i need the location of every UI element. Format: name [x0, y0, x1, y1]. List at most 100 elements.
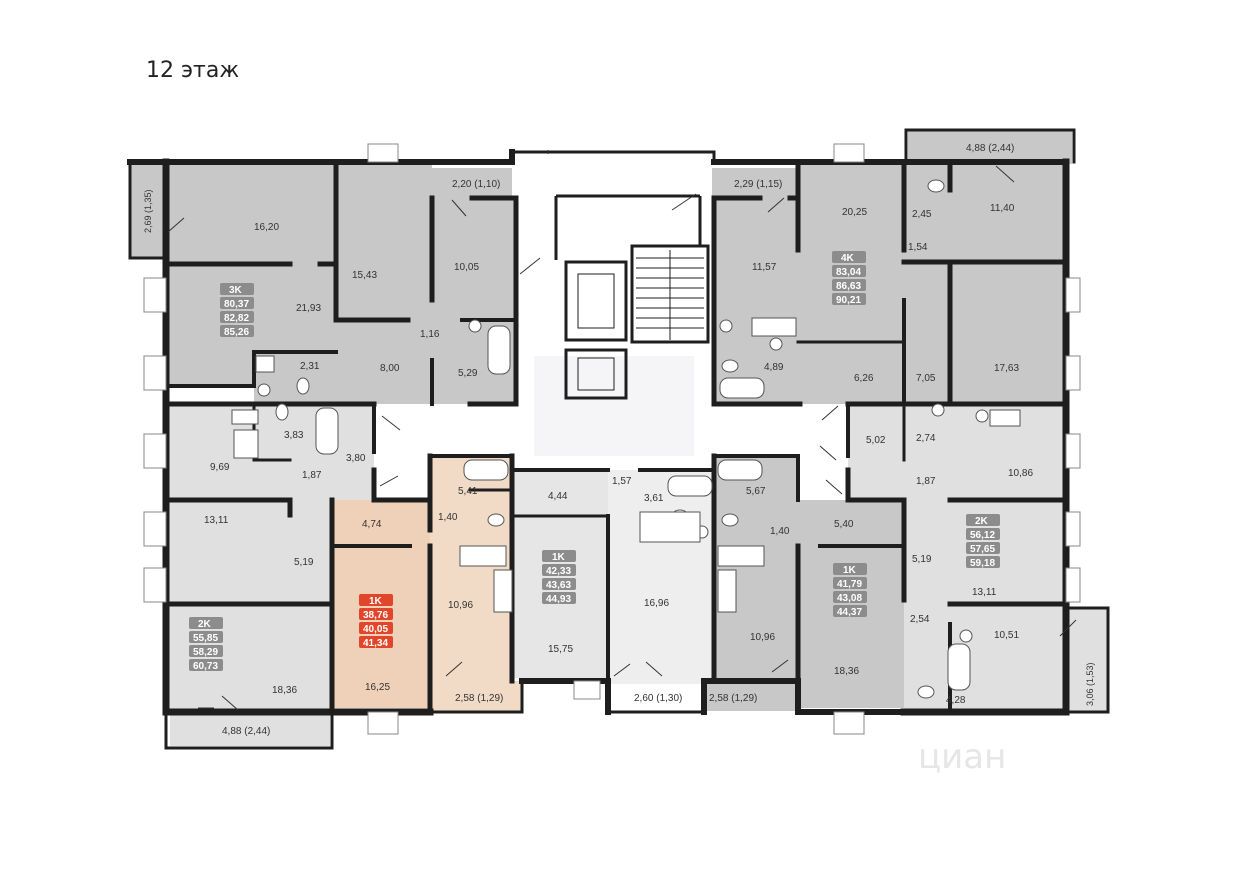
apartment-type: 3K [229, 285, 243, 296]
badge-area-bg [832, 279, 866, 291]
room-label: 3,83 [284, 430, 304, 441]
apartment-1k-center[interactable] [512, 470, 714, 684]
badge-area-bg [966, 542, 1000, 554]
room-label: 5,19 [294, 557, 314, 568]
sink-icon [959, 629, 973, 643]
badge-area-bg [832, 293, 866, 305]
stove-icon [989, 409, 1021, 427]
room-label: 4,44 [548, 491, 568, 502]
badge-3k[interactable]: 3K 80,37 82,82 85,26 [220, 283, 254, 338]
bathtub-icon [667, 475, 713, 497]
kitchen-counter-icon [231, 409, 259, 425]
apartment-area: 60,73 [193, 661, 218, 672]
apartment-area: 41,79 [837, 579, 862, 590]
room-label: 15,75 [548, 644, 573, 655]
sink-icon [257, 383, 271, 397]
badge-area-bg [542, 578, 576, 590]
apartment-area: 58,29 [193, 647, 218, 658]
apartment-3k[interactable] [130, 164, 516, 404]
badge-type-bg [966, 514, 1000, 526]
apartment-1k-selected[interactable] [332, 455, 522, 711]
room-label: 1,16 [420, 329, 440, 340]
room-label: 4,74 [362, 519, 382, 530]
kitchen-counter-icon [459, 545, 507, 567]
room-label: 9,69 [210, 462, 230, 473]
room-label: 16,25 [365, 682, 390, 693]
bathtub-icon [717, 459, 763, 481]
fridge-icon [255, 355, 275, 373]
sink-icon [719, 319, 733, 333]
room-label: 5,67 [746, 486, 766, 497]
room-label: 2,69 (1,35) [143, 189, 153, 233]
fixtures [231, 179, 1021, 699]
room-label: 20,25 [842, 207, 867, 218]
room-label: 10,86 [1008, 468, 1033, 479]
apartment-area: 44,93 [546, 594, 571, 605]
bathtub-icon [463, 459, 509, 481]
room-label: 2,74 [916, 433, 936, 444]
badge-2k-right[interactable]: 2K 56,12 57,65 59,18 [966, 514, 1000, 569]
apartment-area: 80,37 [224, 299, 249, 310]
room-label: 2,58 (1,29) [455, 693, 503, 704]
room-fills [130, 130, 1108, 746]
room-label: 4,88 (2,44) [966, 143, 1014, 154]
room-label: 3,06 (1,53) [1085, 662, 1095, 706]
badge-2k-left[interactable]: 2K 55,85 58,29 60,73 [189, 617, 223, 672]
room-label: 13,11 [204, 515, 229, 526]
badge-area-bg [833, 591, 867, 603]
apartment-area: 44,37 [837, 607, 862, 618]
badge-area-bg [359, 636, 393, 648]
badge-1k-center[interactable]: 1K 42,33 43,63 44,93 [542, 550, 576, 605]
badge-area-bg [359, 622, 393, 634]
apartment-area: 55,85 [193, 633, 218, 644]
apartment-2k-left[interactable] [168, 404, 374, 746]
toilet-icon [927, 179, 945, 193]
apartment-4k[interactable] [712, 130, 1072, 404]
apartment-area: 85,26 [224, 327, 249, 338]
apartment-1k-right[interactable] [704, 455, 904, 711]
room-label: 10,05 [454, 262, 479, 273]
stair-core [554, 194, 710, 400]
room-label: 16,96 [644, 598, 669, 609]
room-labels: 16,20 2,69 (1,35) 15,43 2,20 (1,10) 10,0… [143, 143, 1095, 737]
apartment-area: 59,18 [970, 558, 995, 569]
apartment-badges: 3K 80,37 82,82 85,26 4K 83,04 86,63 90,2… [189, 251, 1000, 672]
badge-area-bg [966, 556, 1000, 568]
room-label: 1,57 [612, 476, 632, 487]
badge-4k[interactable]: 4K 83,04 86,63 90,21 [832, 251, 866, 306]
badge-1k-selected[interactable]: 1K 38,76 40,05 41,34 [359, 594, 393, 649]
room-label: 6,26 [854, 373, 874, 384]
apartment-type: 2K [975, 516, 989, 527]
apartment-area: 56,12 [970, 530, 995, 541]
badge-type-bg [189, 617, 223, 629]
doors [167, 150, 1077, 711]
apartment-type: 1K [369, 596, 383, 607]
room-label: 13,11 [972, 587, 997, 598]
badge-area-bg [220, 311, 254, 323]
room-label: 5,19 [912, 554, 932, 565]
badge-1k-right[interactable]: 1K 41,79 43,08 44,37 [833, 563, 867, 618]
badge-type-bg [542, 550, 576, 562]
windows [143, 143, 1081, 735]
room-label: 3,61 [644, 493, 664, 504]
toilet-icon [296, 377, 310, 395]
bathtub-icon [947, 643, 971, 691]
apartment-area: 83,04 [836, 267, 861, 278]
room-label: 2,60 (1,30) [634, 693, 682, 704]
badge-area-bg [833, 577, 867, 589]
apartment-area: 90,21 [836, 295, 861, 306]
room-label: 15,43 [352, 270, 377, 281]
room-label: 1,40 [438, 512, 458, 523]
badge-area-bg [542, 564, 576, 576]
toilet-icon [275, 403, 289, 421]
apartment-type: 1K [843, 565, 857, 576]
apartment-area: 82,82 [224, 313, 249, 324]
badge-area-bg [966, 528, 1000, 540]
room-label: 10,96 [448, 600, 473, 611]
badge-area-bg [832, 265, 866, 277]
sink-icon [975, 409, 989, 423]
badge-type-bg [832, 251, 866, 263]
room-label: 21,93 [296, 303, 321, 314]
room-label: 1,54 [908, 242, 928, 253]
